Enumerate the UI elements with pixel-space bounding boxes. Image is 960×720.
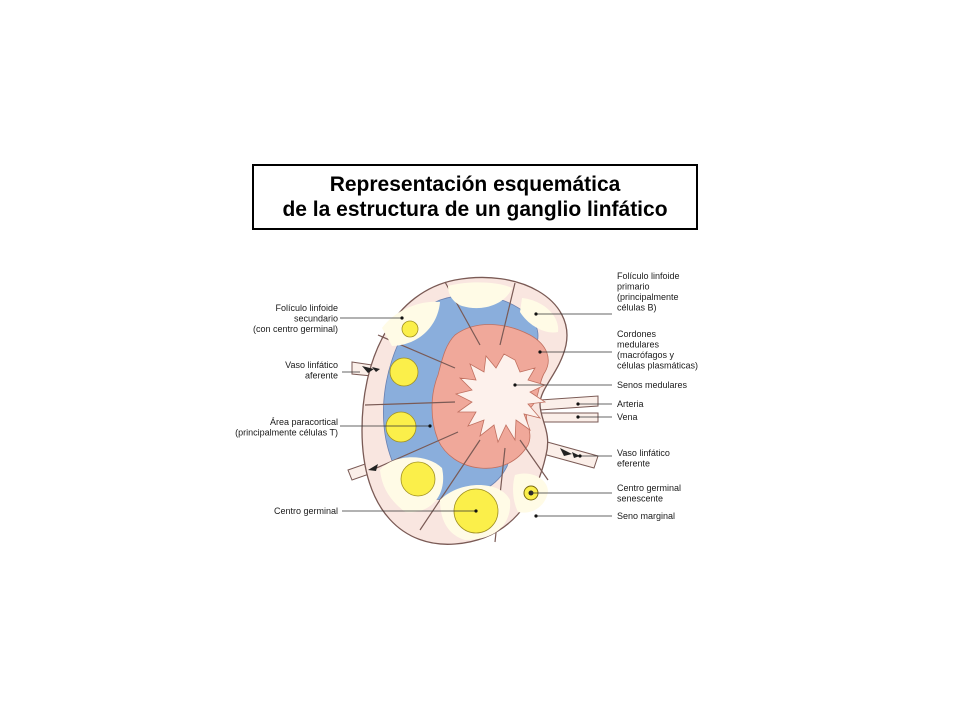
label-line: (principalmente: [617, 292, 679, 302]
arrow-icon-efferent-2: [572, 452, 580, 458]
label-line: Vaso linfático: [617, 448, 670, 458]
arrow-icon-afferent-upper: [362, 366, 374, 373]
label-line: Centro germinal: [617, 483, 681, 493]
label-line: (macrófagos y: [617, 350, 675, 360]
leader-lines: [340, 313, 612, 517]
label-line: secundario: [294, 314, 338, 324]
label-line: senescente: [617, 494, 663, 504]
hilum-sinus-center: [492, 380, 528, 416]
arrow-icon-afferent-lower: [368, 464, 378, 471]
label-line: células plasmáticas): [617, 361, 698, 371]
trabecula-5: [371, 431, 459, 471]
label-vena: Vena: [617, 412, 638, 422]
label-line: Centro germinal: [274, 506, 338, 516]
germinal-center-mid: [385, 411, 417, 443]
flow-arrows: [362, 366, 580, 471]
label-centro-germinal: Centro germinal: [274, 506, 338, 516]
follicle-primary-right: [520, 298, 559, 333]
label-senos-medulares: Senos medulares: [617, 380, 688, 390]
title-box: Representación esquemática de la estruct…: [252, 164, 698, 230]
title-line-1: Representación esquemática: [329, 173, 621, 196]
trabecula-4: [364, 401, 456, 406]
label-line: Cordones: [617, 329, 657, 339]
label-line: aferente: [305, 371, 338, 381]
label-line: Folículo linfoide: [275, 303, 338, 313]
label-line: Arteria: [617, 399, 644, 409]
germinal-center-small: [401, 320, 419, 338]
label-line: eferente: [617, 459, 650, 469]
label-line: (principalmente células T): [235, 428, 338, 438]
germinal-center-lower: [400, 461, 436, 497]
trabecula-2: [499, 282, 516, 346]
arrow-icon-afferent-upper-2: [372, 367, 380, 372]
label-arteria: Arteria: [617, 399, 644, 409]
follicles: [380, 282, 559, 540]
label-area-paracortical: Área paracortical(principalmente células…: [235, 417, 338, 438]
arrow-icon-efferent: [560, 448, 572, 456]
label-line: Seno marginal: [617, 511, 675, 521]
artery-vessel: [539, 395, 599, 411]
follicle-primary-top: [448, 282, 512, 309]
label-line: Senos medulares: [617, 380, 688, 390]
label-line: primario: [617, 282, 650, 292]
leader-dots: [400, 312, 582, 518]
trabecula-6: [419, 439, 481, 531]
germinal-center-mid-upper: [389, 357, 419, 387]
label-line: Vena: [617, 412, 638, 422]
label-line: medulares: [617, 340, 660, 350]
label-line: Folículo linfoide: [617, 271, 680, 281]
label-line: (con centro germinal): [253, 324, 338, 334]
trabecula-8: [519, 439, 549, 481]
label-line: Vaso linfático: [285, 360, 338, 370]
label-line: células B): [617, 303, 657, 313]
title-line-2: de la estructura de un ganglio linfático: [282, 198, 668, 221]
label-line: Área paracortical: [270, 417, 338, 427]
vein-vessel: [539, 412, 599, 423]
label-seno-marginal: Seno marginal: [617, 511, 675, 521]
